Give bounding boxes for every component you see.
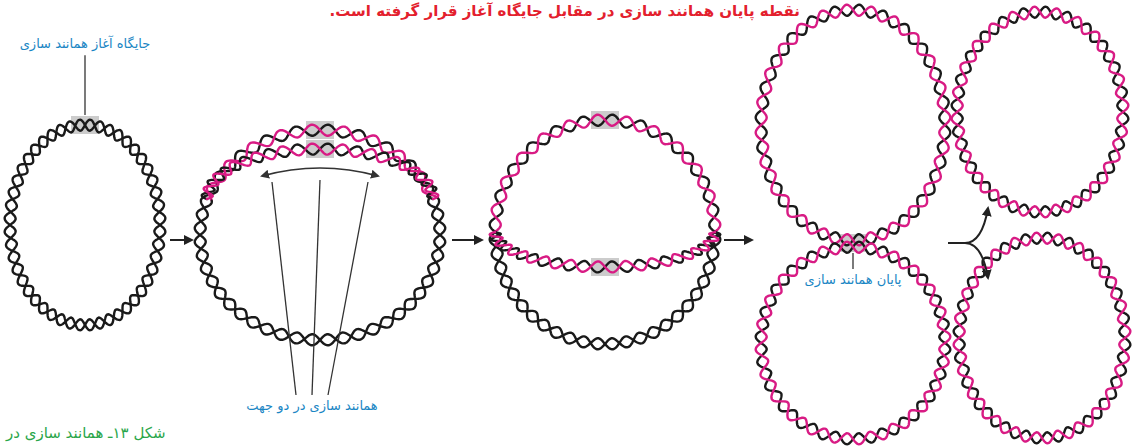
leader-line (328, 182, 368, 395)
dna-strand (954, 233, 1131, 444)
dna-strand (195, 125, 445, 346)
dna-strand (756, 5, 951, 245)
split-arrow (965, 243, 988, 278)
dna-strand (756, 5, 951, 245)
direction-arrow (262, 168, 378, 176)
dna-strand (490, 232, 719, 272)
dna-helices (5, 5, 1131, 445)
terminus-label: پایان همانند سازی (805, 272, 902, 288)
dna-strand (954, 233, 1131, 444)
dna-strand (952, 7, 1129, 218)
leader-line (852, 253, 853, 269)
dna-strand (492, 115, 721, 232)
dna-strand (5, 120, 166, 331)
step-arrows (170, 168, 988, 278)
leader-line (84, 55, 85, 115)
dna-strand (756, 242, 951, 445)
leader-line (272, 182, 296, 395)
leader-lines (85, 55, 853, 395)
origin-boxes (71, 111, 867, 276)
figure-caption: شکل ۱۳ـ همانند سازی در (6, 424, 166, 443)
step-arrow (452, 239, 482, 241)
note-text: نقطه پایان همانند سازی در مقابل جایگاه آ… (330, 2, 800, 21)
origin-label: جایگاه آغاز همانند سازی (20, 36, 151, 52)
dna-strand (490, 232, 719, 349)
dna-strand (5, 120, 166, 331)
direction-label: همانند سازی در دو جهت (246, 398, 377, 414)
dna-strand (204, 144, 439, 199)
step-arrow (724, 239, 752, 241)
dna-strand (490, 115, 721, 350)
dna-strand (952, 7, 1129, 218)
leader-line (312, 180, 320, 395)
step-arrow (170, 239, 192, 241)
split-arrow (948, 208, 988, 243)
dna-strand (756, 242, 951, 445)
dna-strand (195, 198, 445, 346)
